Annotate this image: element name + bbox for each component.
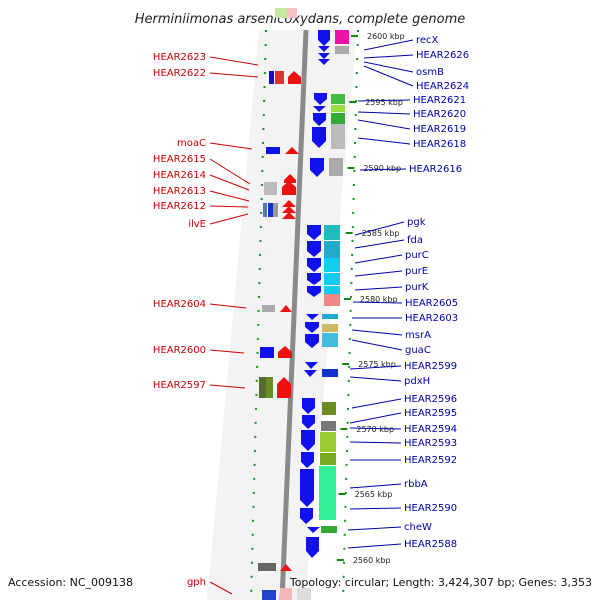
topology-text: Topology: circular; Length: 3,424,307 bp…	[289, 576, 592, 589]
left-gene-label[interactable]: HEAR2623	[153, 52, 206, 63]
right-gene-label[interactable]: HEAR2620	[413, 109, 466, 120]
left-gene-HEAR2604[interactable]	[262, 305, 292, 312]
right-gene-label[interactable]: HEAR2590	[404, 503, 457, 514]
right-gene-label[interactable]: HEAR2593	[404, 438, 457, 449]
left-gene-label[interactable]: HEAR2615	[153, 154, 206, 165]
left-gene-gph[interactable]	[258, 563, 292, 600]
left-gene-HEAR2600[interactable]	[260, 346, 292, 358]
right-gene-label[interactable]: pgk	[407, 217, 426, 228]
left-gene-label[interactable]: HEAR2604	[153, 299, 206, 310]
kbp-tick-label: 2575 kbp	[358, 360, 396, 369]
kbp-tick-label: 2585 kbp	[362, 229, 400, 238]
left-gene-label[interactable]: ilvE	[188, 219, 206, 230]
right-gene-label[interactable]: purK	[405, 282, 429, 293]
right-gene-label[interactable]: HEAR2599	[404, 361, 457, 372]
right-gene-label[interactable]: HEAR2603	[405, 313, 458, 324]
left-gene-label[interactable]: HEAR2612	[153, 201, 206, 212]
right-gene-label[interactable]: HEAR2618	[413, 139, 466, 150]
left-gene-label[interactable]: gph	[187, 577, 206, 588]
right-gene-label[interactable]: HEAR2592	[404, 455, 457, 466]
map-title: Herminiimonas arsenicoxydans, complete g…	[135, 12, 465, 27]
left-gene-label[interactable]: HEAR2597	[153, 380, 206, 391]
right-gene-bottom-clipped	[297, 588, 311, 600]
right-gene-labels: recX HEAR2626 osmB HEAR2624HEAR2621HEAR2620…	[347, 35, 469, 550]
left-gene-HEAR2615-HEAR2612[interactable]	[263, 174, 296, 219]
top-clipped-genes	[275, 8, 297, 18]
left-gene-label[interactable]: HEAR2614	[153, 170, 206, 181]
left-gene-HEAR2597[interactable]	[259, 377, 291, 398]
right-gene-label[interactable]: purC	[405, 250, 429, 261]
kbp-tick-label: 2590 kbp	[363, 164, 401, 173]
left-gene-label[interactable]: moaC	[177, 138, 206, 149]
accession-text: Accession: NC_009138	[8, 576, 133, 589]
right-gene-label[interactable]: HEAR2621	[413, 95, 466, 106]
right-gene-HEAR2599-pdxH[interactable]	[304, 362, 338, 377]
kbp-scale-labels: 2600 kbp 2595 kbp 2590 kbp 2585 kbp 2580 kbp…	[336, 32, 405, 565]
right-gene-label[interactable]: recX	[416, 35, 439, 46]
left-gene-label[interactable]: HEAR2613	[153, 186, 206, 197]
right-gene-pgk-purK[interactable]	[307, 225, 340, 306]
left-gene-HEAR2622[interactable]	[269, 71, 301, 84]
right-gene-label[interactable]: purE	[405, 266, 428, 277]
right-gene-label[interactable]: msrA	[405, 330, 431, 341]
right-gene-label[interactable]: HEAR2616	[409, 164, 462, 175]
left-gene-label[interactable]: HEAR2600	[153, 345, 206, 356]
right-gene-HEAR2603-guaC[interactable]	[305, 314, 338, 348]
left-gene-label[interactable]: HEAR2622	[153, 68, 206, 79]
kbp-tick-label: 2565 kbp	[355, 490, 393, 499]
kbp-tick-label: 2600 kbp	[367, 32, 405, 41]
right-gene-label[interactable]: HEAR2594	[404, 424, 457, 435]
right-gene-label[interactable]: HEAR2595	[404, 408, 457, 419]
right-gene-label[interactable]: rbbA	[404, 479, 428, 490]
right-gene-recX-cluster[interactable]	[318, 30, 349, 65]
right-gene-label[interactable]: osmB	[416, 67, 444, 78]
right-gene-cheW-HEAR2588[interactable]	[306, 526, 337, 558]
right-gene-label[interactable]: HEAR2588	[404, 539, 457, 550]
right-gene-label[interactable]: HEAR2626	[416, 50, 469, 61]
right-gene-label[interactable]: HEAR2605	[405, 298, 458, 309]
right-gene-HEAR2596-rbbA[interactable]	[300, 398, 336, 524]
right-gene-label[interactable]: HEAR2596	[404, 394, 457, 405]
right-gene-label[interactable]: guaC	[405, 345, 431, 356]
right-gene-label[interactable]: HEAR2624	[416, 81, 469, 92]
right-gene-label[interactable]: pdxH	[404, 376, 430, 387]
right-gene-HEAR2616[interactable]	[310, 158, 343, 177]
right-gene-HEAR2621-HEAR2618[interactable]	[312, 93, 345, 149]
kbp-tick-label: 2560 kbp	[353, 556, 391, 565]
kbp-tick-label: 2580 kbp	[360, 295, 398, 304]
right-gene-label[interactable]: fda	[407, 235, 423, 246]
kbp-tick-label: 2570 kbp	[356, 425, 394, 434]
left-gene-moaC[interactable]	[266, 147, 299, 154]
right-gene-label[interactable]: HEAR2619	[413, 124, 466, 135]
right-gene-label[interactable]: cheW	[404, 522, 432, 533]
kbp-tick-label: 2595 kbp	[365, 98, 403, 107]
